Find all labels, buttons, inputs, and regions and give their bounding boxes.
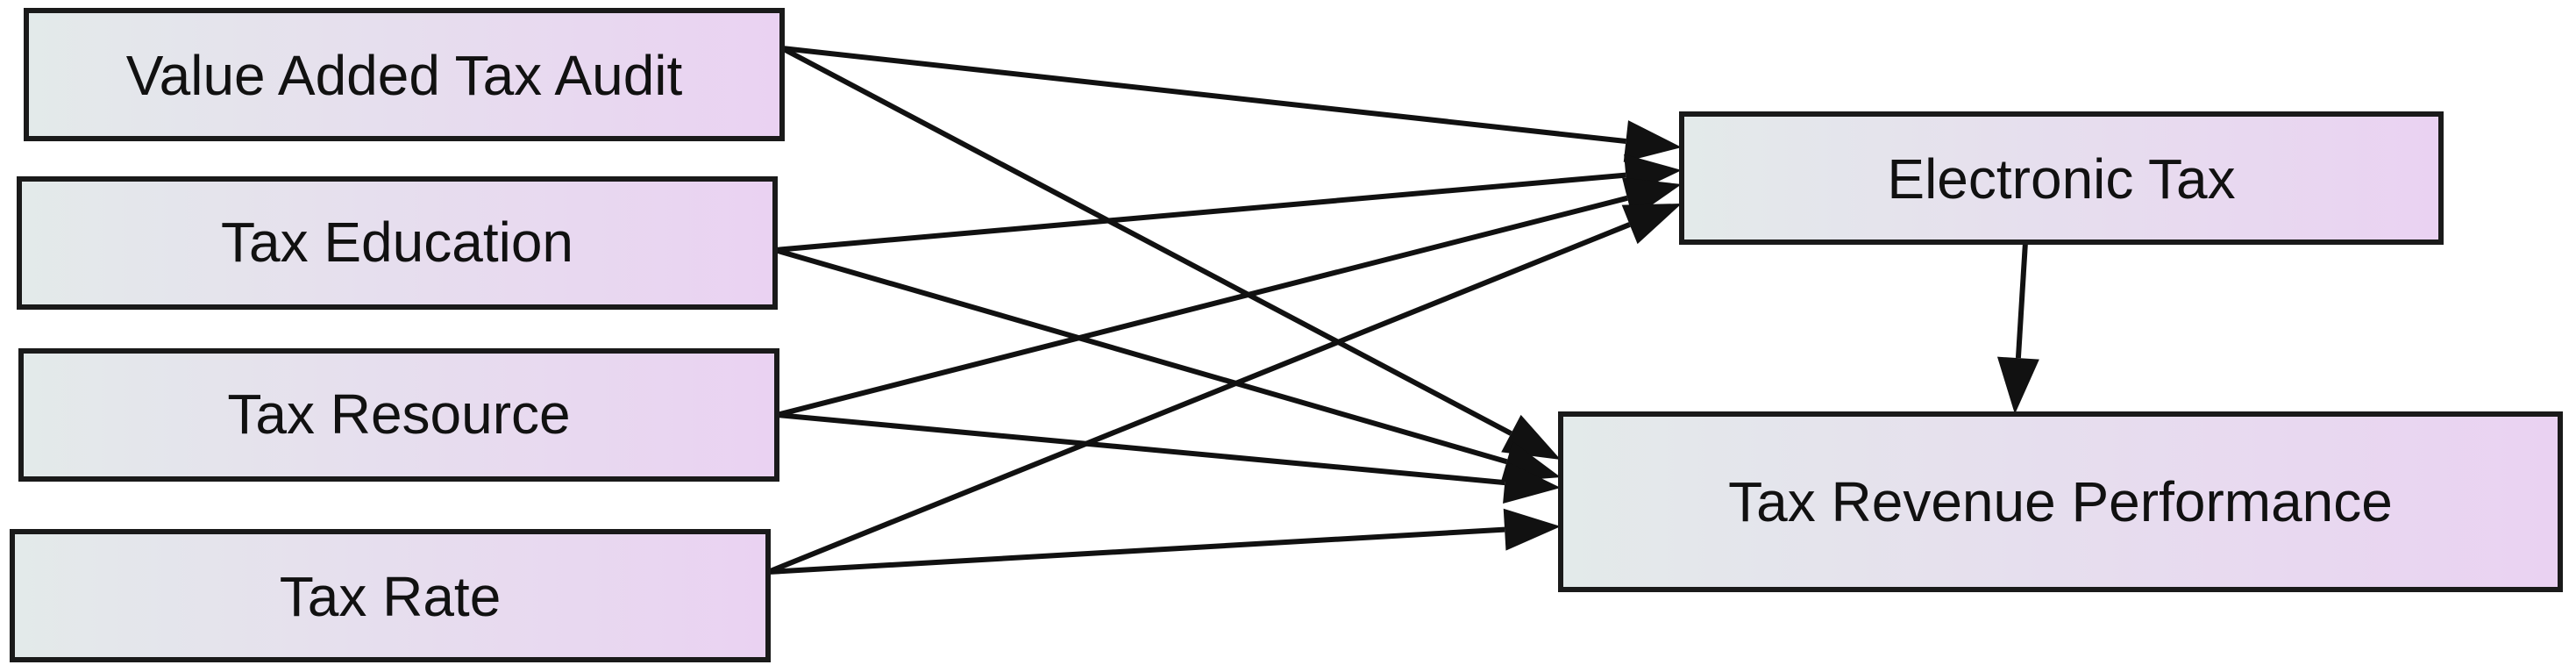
node-label: Tax Education — [221, 211, 573, 274]
edge-line — [776, 412, 1505, 486]
edge-tax_rate-to-tax_revenue — [767, 508, 1561, 575]
edge-line — [766, 222, 1631, 575]
node-box — [1679, 111, 2444, 245]
edge-vat_audit-to-electronic_tax — [781, 46, 1682, 162]
node-tax-revenue-performance: Tax Revenue Performance — [1558, 411, 2563, 592]
edge-tax_resource-to-tax_revenue — [776, 412, 1561, 504]
arrowhead-icon — [1996, 356, 2039, 414]
node-box — [17, 176, 778, 310]
node-electronic-tax: Electronic Tax — [1679, 111, 2444, 245]
node-box — [1558, 411, 2563, 592]
arrowhead-icon — [1621, 204, 1682, 245]
node-label: Electronic Tax — [1887, 147, 2235, 211]
edges-layer — [766, 46, 2039, 575]
arrowhead-icon — [1623, 120, 1682, 162]
edge-tax_education-to-electronic_tax — [774, 154, 1682, 253]
edge-line — [774, 172, 1626, 253]
edge-tax_rate-to-electronic_tax — [766, 204, 1682, 575]
node-label: Tax Rate — [280, 565, 502, 628]
arrowhead-icon — [1503, 461, 1561, 504]
edge-line — [781, 46, 1626, 144]
edge-line — [780, 46, 1512, 436]
nodes-layer: Value Added Tax Audit Tax Education Tax … — [10, 8, 2563, 662]
node-tax-education: Tax Education — [17, 176, 778, 310]
node-value-added-tax-audit: Value Added Tax Audit — [24, 8, 785, 141]
node-label: Tax Resource — [227, 382, 570, 446]
node-tax-rate: Tax Rate — [10, 529, 771, 662]
edge-vat_audit-to-tax_revenue — [780, 46, 1561, 460]
node-box — [10, 529, 771, 662]
node-label: Tax Revenue Performance — [1728, 470, 2393, 533]
edge-line — [774, 247, 1508, 465]
node-box — [18, 348, 779, 482]
edge-tax_education-to-tax_revenue — [774, 247, 1561, 483]
edge-electronic_tax-to-tax_revenue — [1996, 241, 2039, 414]
node-tax-resource: Tax Resource — [18, 348, 779, 482]
edge-line — [2015, 241, 2028, 359]
node-label: Value Added Tax Audit — [126, 44, 683, 107]
arrowhead-icon — [1503, 508, 1561, 551]
edge-line — [776, 195, 1628, 418]
edge-line — [767, 526, 1505, 575]
node-box — [24, 8, 785, 141]
